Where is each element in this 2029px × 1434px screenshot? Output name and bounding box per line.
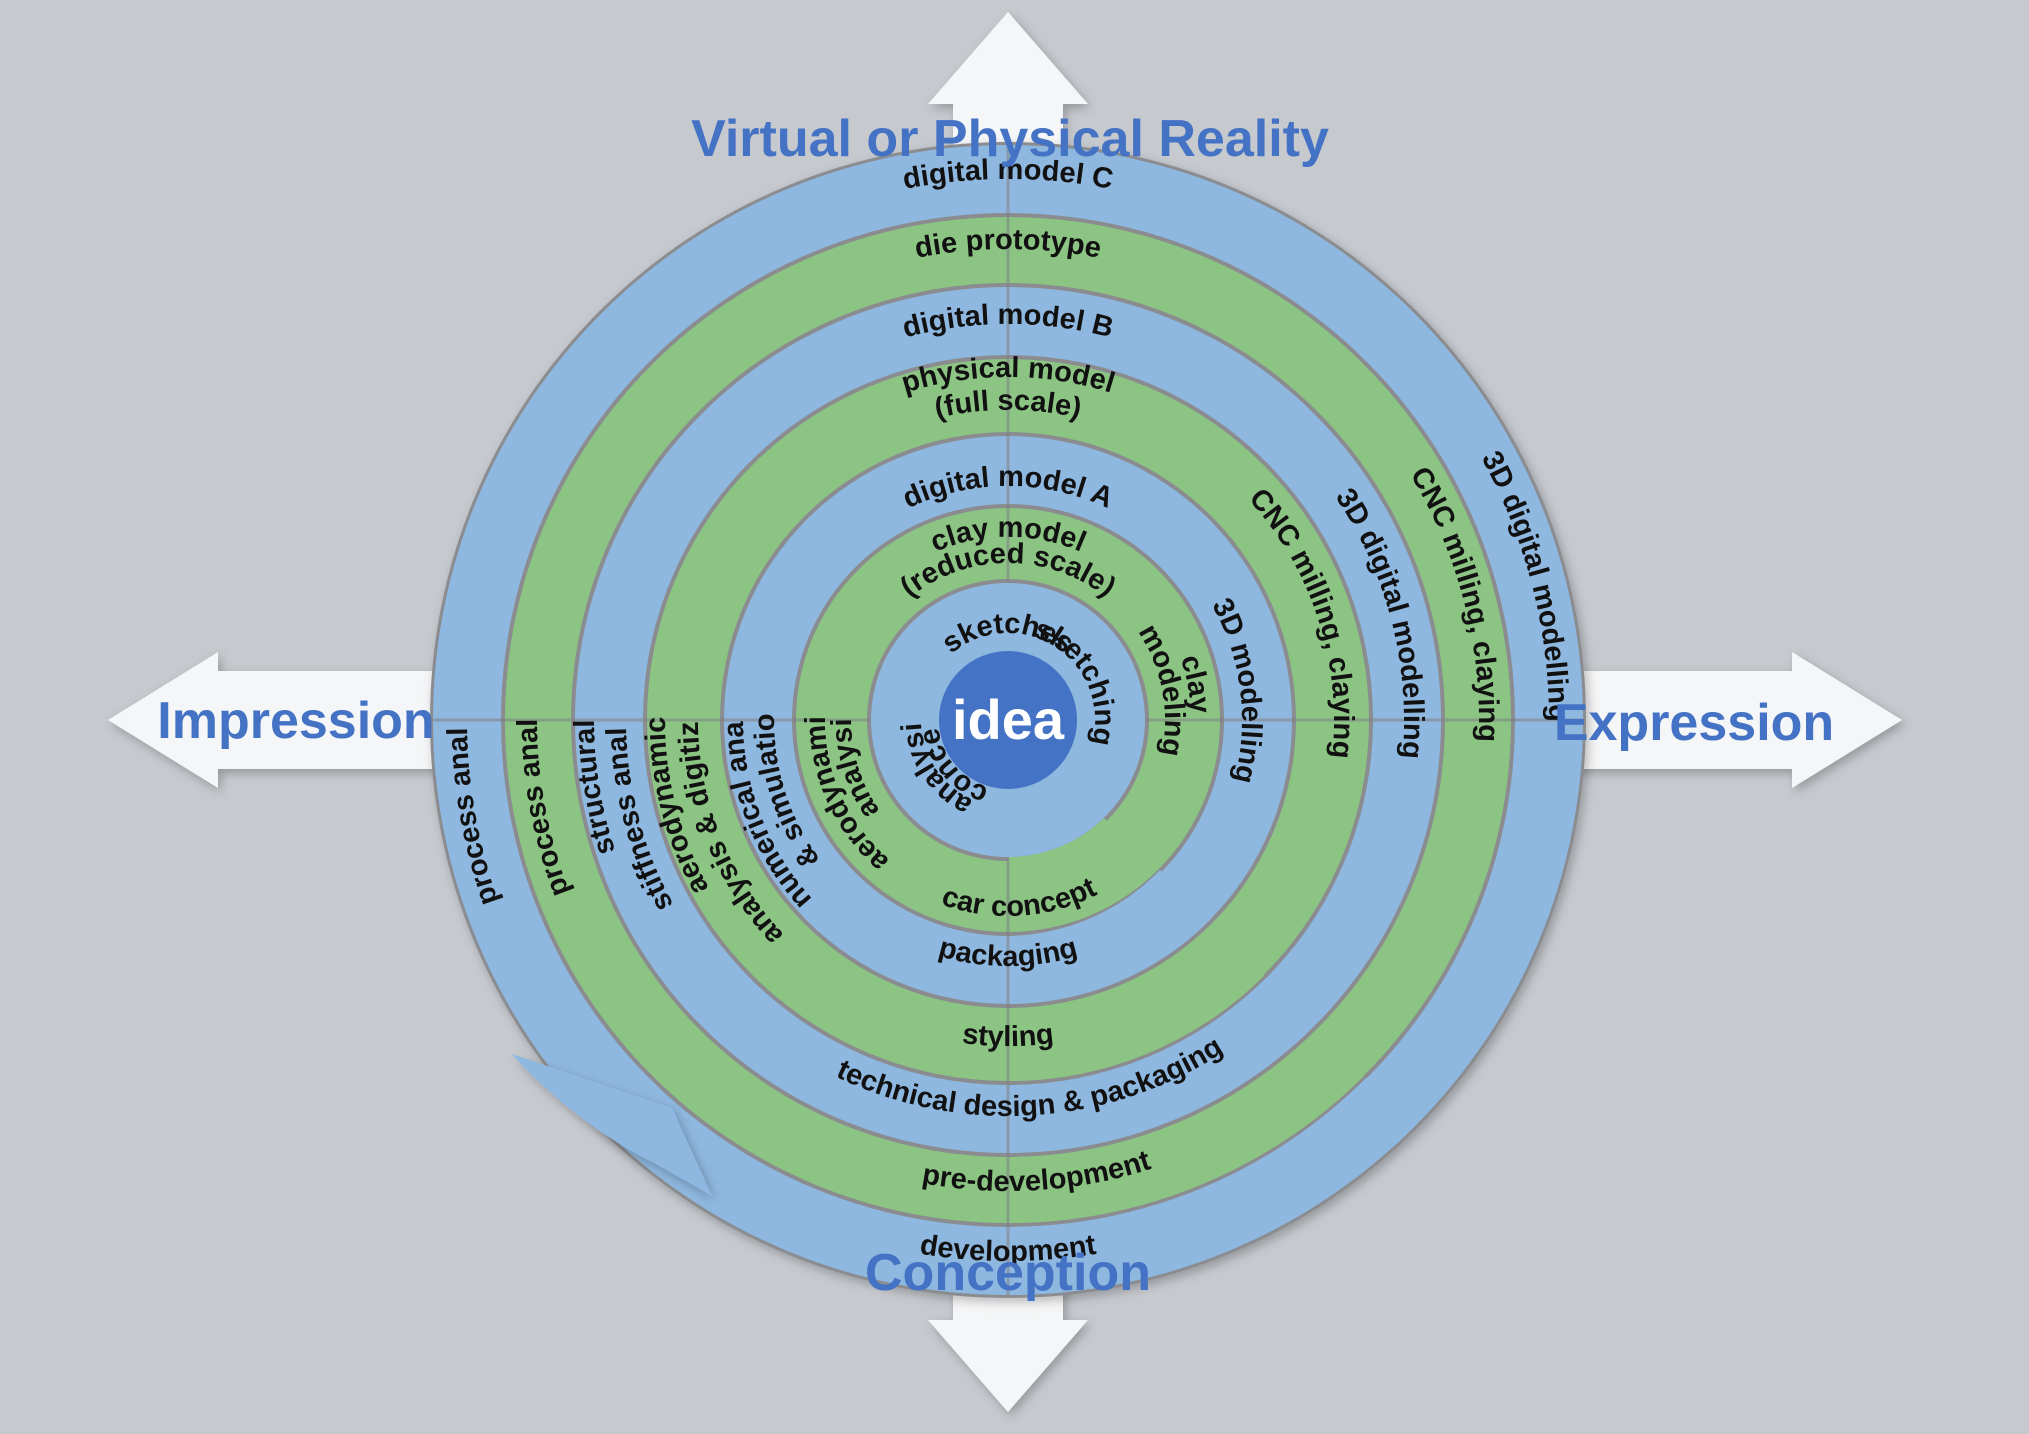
axis-label-top: Virtual or Physical Reality [691, 110, 1329, 168]
center-circle [939, 651, 1077, 789]
transition-6 [1008, 1078, 1414, 1295]
seam-lines [433, 145, 1583, 1295]
transition-4 [1008, 978, 1314, 1153]
transition-1 [1008, 818, 1152, 932]
label-process-analysis-2: process analysis [0, 0, 505, 909]
spiral-arrowhead [512, 1054, 712, 1196]
axis-label-bottom: Conception [865, 1244, 1151, 1302]
transition-2 [1008, 870, 1210, 1005]
transition-5 [1008, 1029, 1364, 1224]
spiral-transitions [1008, 818, 1414, 1295]
axis-label-right: Expression [1554, 694, 1834, 752]
label-styling: styling [961, 1018, 1056, 1053]
transition-3 [1008, 924, 1264, 1082]
center-label: idea [952, 688, 1065, 751]
axis-label-left: Impression [157, 692, 434, 750]
